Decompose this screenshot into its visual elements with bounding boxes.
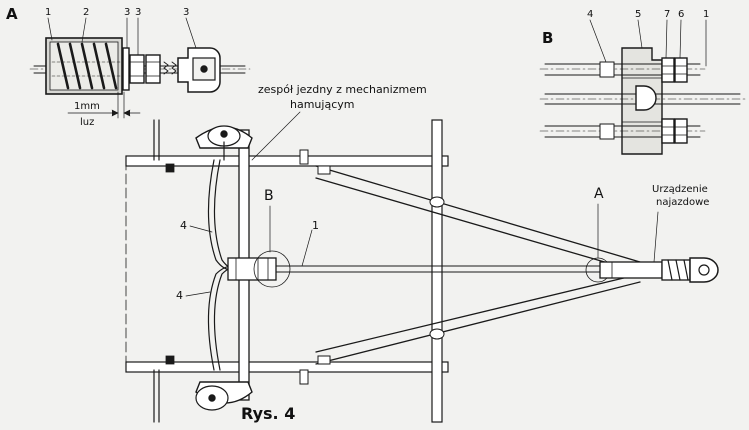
assembly-label-line1: zespół jezdny z mechanizmem (258, 83, 427, 96)
callout-4-upper: 4 (180, 219, 187, 232)
detail-a-callout-2: 2 (83, 7, 90, 18)
coupler-label-line1: Urządzenie (652, 184, 708, 195)
callout-1: 1 (312, 219, 319, 232)
detail-b-drawing (539, 19, 746, 155)
detail-b-letter: B (542, 29, 554, 47)
detail-a-callout-3c: 3 (183, 7, 190, 18)
detail-a-letter: A (6, 5, 18, 23)
gap-description-label: luz (80, 117, 95, 128)
detail-a-callout-1: 1 (45, 7, 52, 18)
callout-4-lower: 4 (176, 289, 183, 302)
marker-b: B (264, 188, 274, 204)
gap-value-label: 1mm (74, 101, 100, 112)
main-plan-drawing (125, 111, 719, 423)
assembly-label-line2: hamującym (290, 98, 355, 111)
detail-b-callout-1: 1 (703, 9, 710, 20)
detail-b-callout-4: 4 (587, 9, 594, 20)
coupler-label-line2: najazdowe (656, 197, 710, 208)
figure-caption: Rys. 4 (241, 404, 296, 423)
detail-b-callout-6: 6 (678, 9, 685, 20)
marker-a: A (594, 186, 604, 202)
detail-a-callout-3a: 3 (124, 7, 131, 18)
detail-a-callout-3b: 3 (135, 7, 142, 18)
detail-b-callout-5: 5 (635, 9, 642, 20)
detail-a-drawing (29, 17, 251, 119)
detail-b-callout-7: 7 (664, 9, 671, 20)
